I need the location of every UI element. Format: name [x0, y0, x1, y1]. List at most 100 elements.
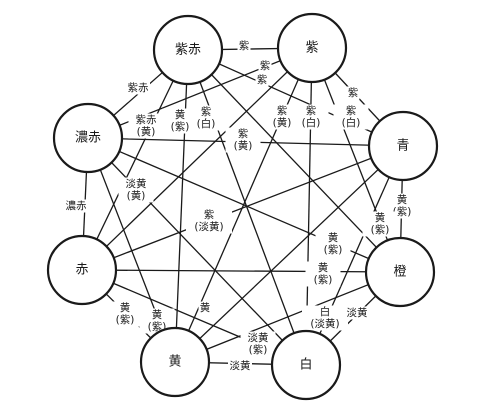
edge-label-murasaki-upper: 紫	[258, 59, 272, 73]
edge-label-text: 黄	[375, 211, 386, 224]
edge-label-background	[228, 359, 252, 373]
edge-label-text: 黄	[397, 193, 408, 206]
edge-label-text: (白)	[197, 117, 216, 130]
edge-label-awaki-ki: 淡黄(黄)	[118, 177, 154, 203]
node-murasaki_aka: 紫赤	[152, 14, 224, 86]
edge-label-background	[346, 86, 360, 100]
edge-label-text: 紫	[348, 87, 359, 99]
edge-label-text: 白	[320, 305, 331, 318]
edge-label-background	[188, 105, 224, 131]
edge-label-ki-murasaki-bl1: 黄(紫)	[107, 301, 143, 327]
node-label: 黄	[168, 355, 181, 370]
node-label: 白	[299, 357, 312, 373]
edge-label-text: (紫)	[249, 344, 268, 356]
edge-label-background	[64, 199, 88, 213]
edge-label-text: 黄	[175, 108, 186, 121]
edge-noaka-dai	[87, 137, 401, 273]
edge-label-ki-murasaki-mid: 黄(紫)	[315, 231, 351, 257]
edge-label-text: 紫	[277, 105, 288, 117]
edge-labels: 紫紫紫紫紫赤紫赤(黄)黄(紫)紫(白)紫(黄)紫(白)紫(白)紫(黄)淡黄(黄)…	[64, 39, 420, 373]
edge-label-noaka-left: 濃赤	[64, 199, 88, 213]
edge-label-background	[305, 261, 341, 287]
edge-label-awaki-right: 淡黄	[345, 306, 369, 320]
edge-label-text: (淡黄)	[194, 220, 223, 233]
edge-label-background	[293, 104, 329, 130]
edge-label-background	[362, 211, 398, 237]
node-circle	[270, 329, 342, 401]
edge-label-background	[126, 81, 150, 95]
edge-label-text: 紫	[204, 209, 215, 221]
edge-label-text: 黄	[328, 231, 339, 244]
node-circle	[139, 326, 211, 398]
edge-label-text: (黄)	[137, 125, 156, 138]
edge-label-text: 淡黄	[230, 359, 251, 372]
edge-label-background	[128, 113, 164, 139]
edge-label-background	[315, 231, 351, 257]
node-label: 濃赤	[75, 131, 101, 146]
edge-label-text: (紫)	[314, 274, 333, 286]
edge-label-text: 濃赤	[66, 199, 87, 212]
edge-murasaki-aka	[81, 47, 313, 271]
edge-label-text: (黄)	[234, 139, 253, 152]
node-ao: 青	[367, 110, 439, 182]
edge-label-text: (紫)	[116, 314, 135, 326]
edge-label-background	[302, 305, 348, 331]
edge-label-background	[258, 59, 272, 73]
edge-label-text: (白)	[302, 116, 321, 129]
edge-label-background	[333, 104, 369, 130]
edge-label-background	[107, 301, 143, 327]
nodes: 紫赤紫濃赤青赤橙黄白	[46, 12, 439, 401]
edge-label-text: 紫	[306, 105, 317, 117]
node-circle	[46, 234, 118, 306]
edge-label-murasaki-top: 紫	[237, 39, 251, 53]
edge-label-murasaki-shiro-1: 紫(白)	[188, 105, 224, 131]
edge-murasaki_aka-ao	[187, 49, 404, 147]
edge-label-awaki-bottom: 淡黄	[228, 359, 252, 373]
edge-label-background	[186, 208, 232, 234]
edge-label-text: 紫	[201, 106, 212, 118]
edge-label-background	[118, 177, 154, 203]
edge-label-murasaki-right1: 紫	[346, 86, 360, 100]
edge-label-murasaki-awaki: 紫(淡黄)	[186, 208, 232, 234]
node-label: 紫	[305, 41, 318, 56]
edge-noaka-shiro	[87, 137, 307, 366]
edge-label-text: (黄)	[273, 116, 292, 129]
edge-label-text: (白)	[342, 116, 361, 129]
edge-murasaki-noaka	[87, 47, 313, 139]
edge-label-text: (紫)	[171, 121, 190, 133]
edge-label-murasaki-shiro-2: 紫(白)	[293, 104, 329, 130]
node-label: 橙	[393, 265, 406, 280]
node-aka: 赤	[46, 234, 118, 306]
edge-murasaki_aka-aka	[81, 49, 189, 271]
edge-label-text: 淡黄	[347, 306, 368, 319]
node-circle	[364, 236, 436, 308]
edge-murasaki_aka-dai	[187, 49, 401, 273]
edge-label-murasaki-aka-ki: 紫赤(黄)	[128, 113, 164, 139]
node-circle	[367, 110, 439, 182]
edge-label-shiro-awaki: 白(淡黄)	[302, 305, 348, 331]
edge-label-ki-murasaki-low: 黄(紫)	[362, 211, 398, 237]
edge-label-text: 黄	[120, 301, 131, 314]
edge-murasaki_aka-ki	[174, 49, 189, 363]
node-noaka: 濃赤	[52, 102, 124, 174]
node-shiro: 白	[270, 329, 342, 401]
edge-label-text: (紫)	[324, 244, 343, 256]
edge-ao-aka	[81, 145, 404, 271]
edge-label-ki-murasaki-dai: 黄(紫)	[305, 261, 341, 287]
edge-label-background	[225, 127, 261, 153]
node-circle	[152, 14, 224, 86]
edge-label-text: 淡黄	[248, 331, 269, 344]
edge-label-ki-single: 黄	[198, 301, 212, 315]
edge-label-murasaki-right2: 紫	[255, 73, 269, 87]
edge-label-murasaki-shiro-3: 紫(白)	[333, 104, 369, 130]
node-circle	[276, 12, 348, 84]
edge-label-background	[237, 39, 251, 53]
edge-label-background	[255, 73, 269, 87]
node-ki: 黄	[139, 326, 211, 398]
node-label: 青	[396, 139, 409, 154]
edge-label-murasaki-aka-left: 紫赤	[126, 81, 150, 95]
edge-label-text: 黄	[200, 301, 211, 314]
node-label: 赤	[75, 263, 88, 278]
edge-aka-dai	[81, 269, 401, 273]
edge-label-text: 紫赤	[136, 114, 157, 126]
